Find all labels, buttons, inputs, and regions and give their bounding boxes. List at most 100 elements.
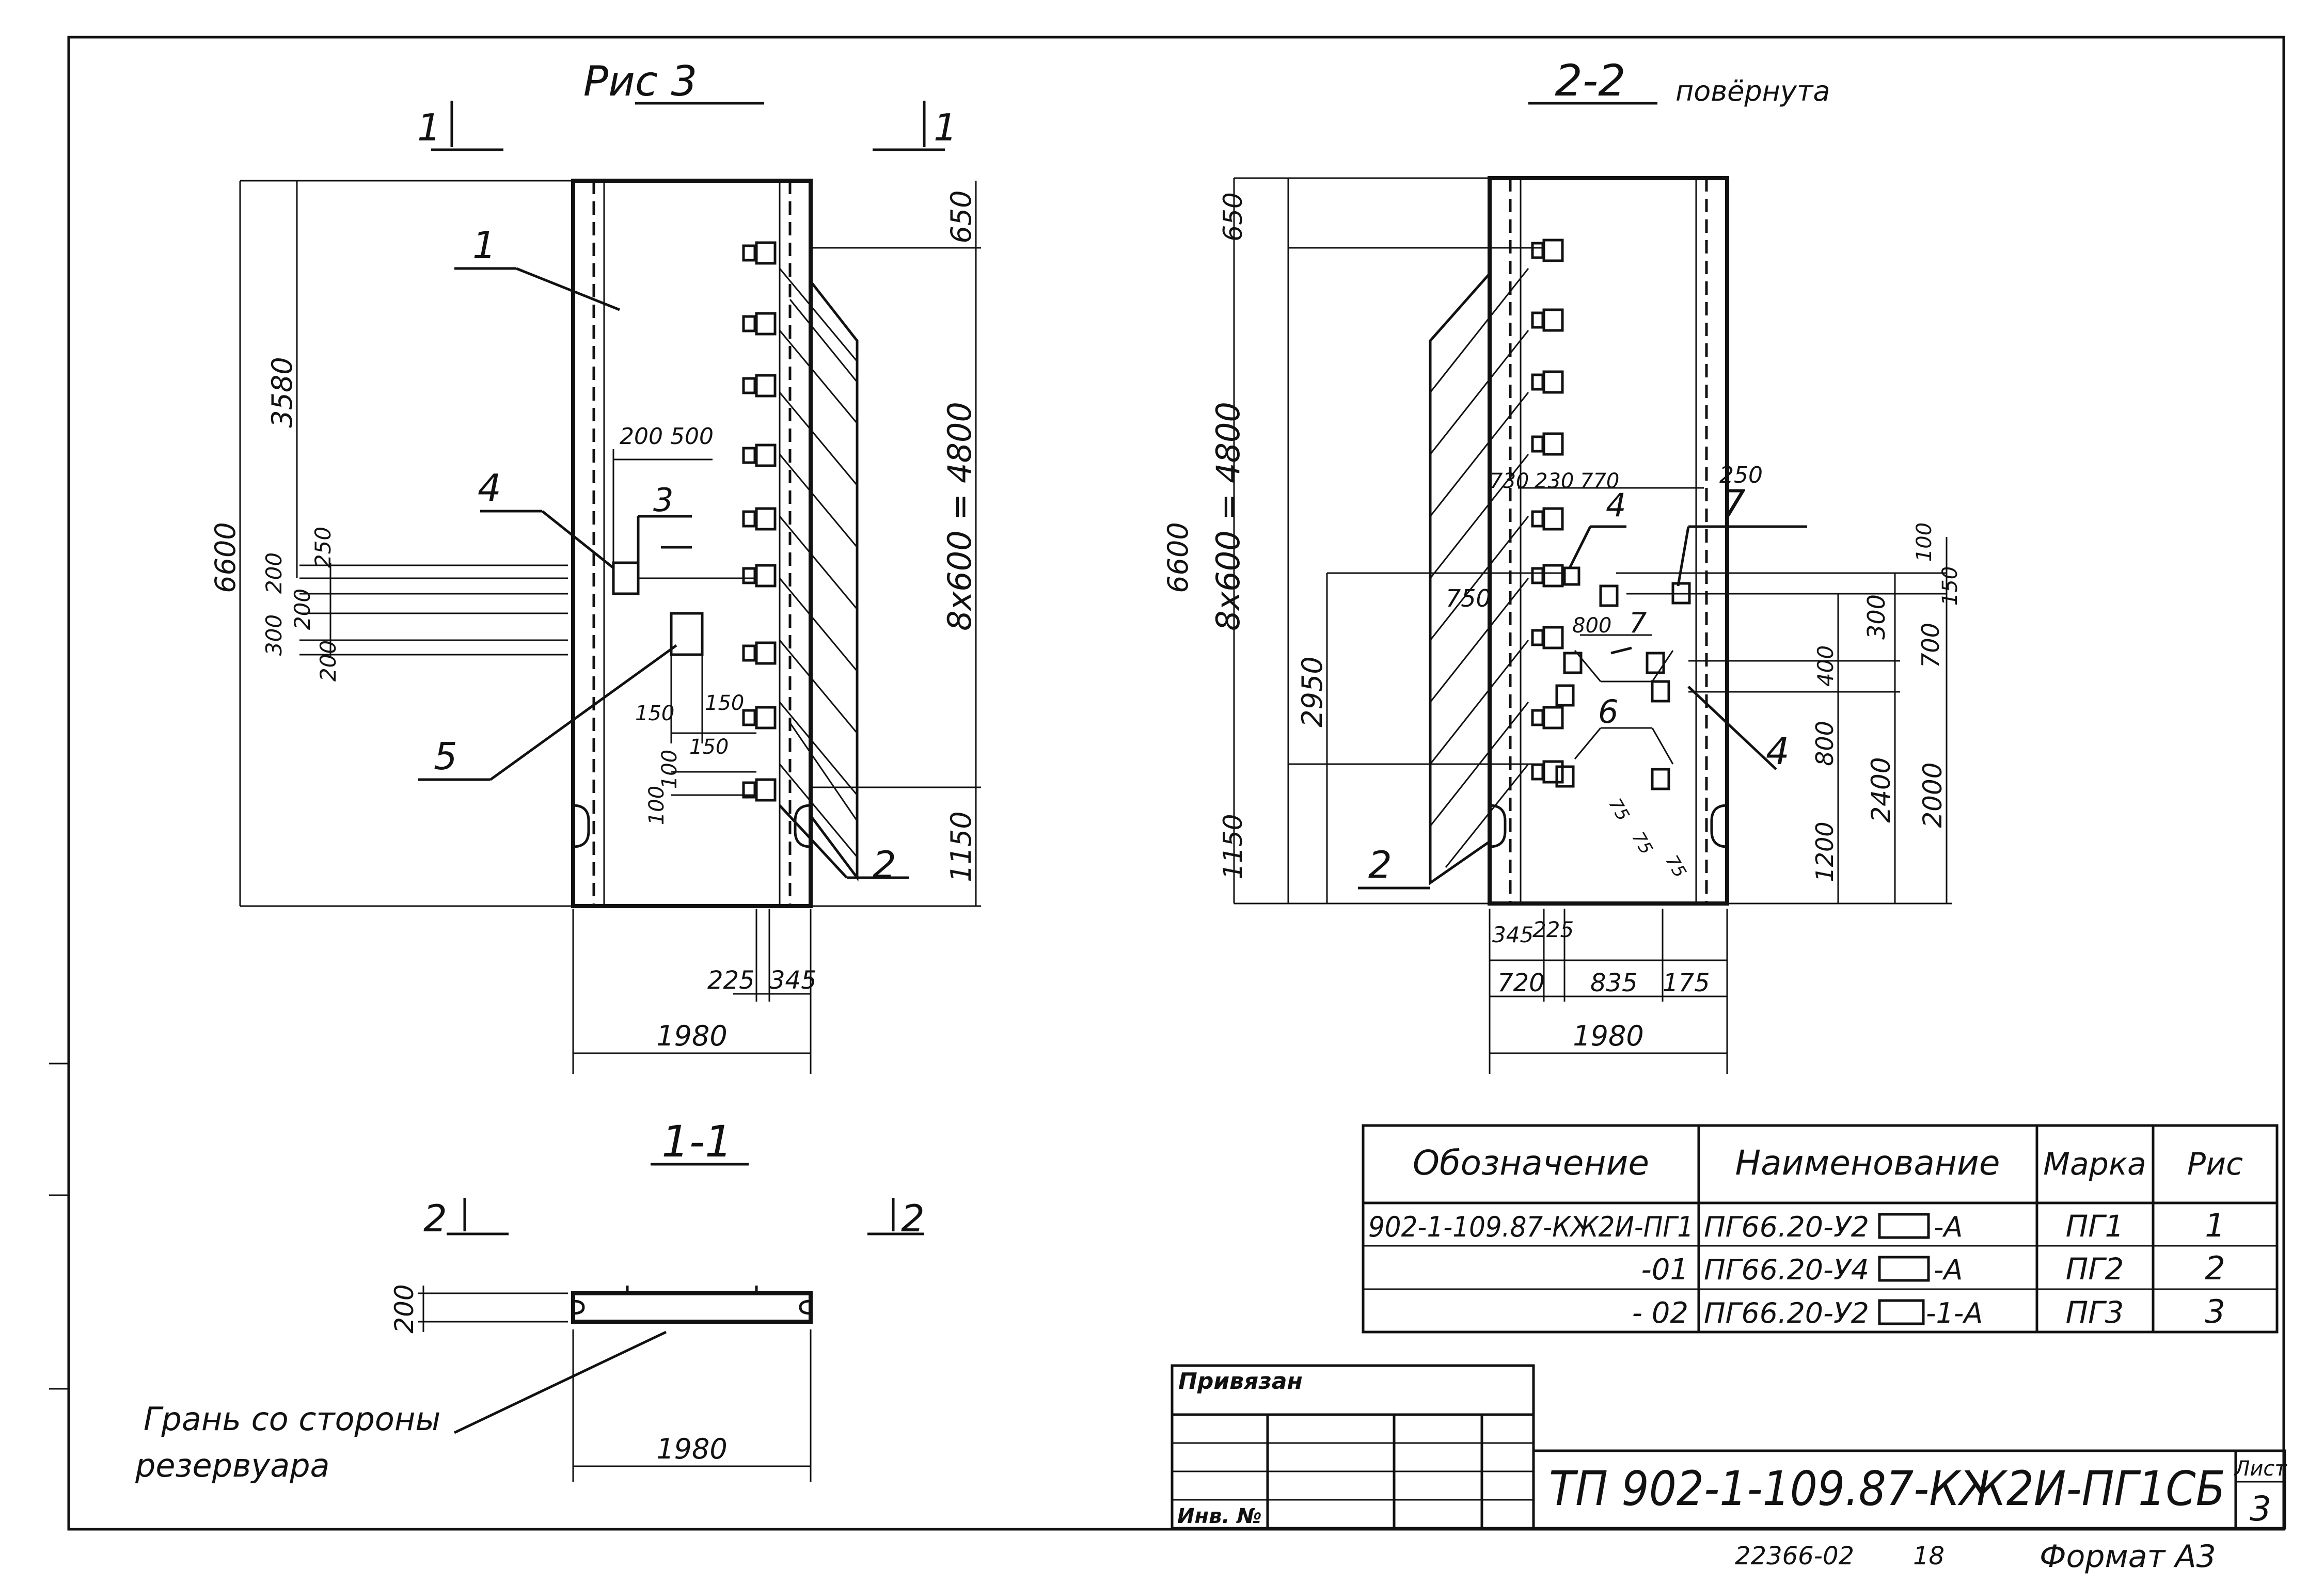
fig3-dim-200a: 200 <box>261 552 287 594</box>
spec-row3-suffix: -1-А <box>1926 1297 1983 1329</box>
sec22-title: 2-2 <box>1555 55 1625 106</box>
sec22-embedded-parts <box>1531 239 1691 790</box>
spec-row1-suffix: -А <box>1934 1211 1963 1243</box>
sec22-dim-835: 835 <box>1590 969 1638 997</box>
opening-4 <box>612 561 640 595</box>
sec22-panel <box>1488 176 1729 906</box>
fig3-dim-200b: 200 <box>290 589 315 630</box>
fig3-dim-top: 650 <box>945 190 977 243</box>
fig3-dimension-lines <box>239 180 981 1074</box>
fig3-callout-1: 1 <box>472 224 496 267</box>
sec22-callout-4-right: 4 <box>1766 730 1790 773</box>
fig3-callout-leaders <box>418 267 909 879</box>
spec-header-fig: Рис <box>2187 1146 2243 1182</box>
spec-header-mark: Марка <box>2043 1146 2146 1182</box>
spec-header-designation: Обозначение <box>1413 1143 1649 1183</box>
fig3-callout-4: 4 <box>478 466 501 510</box>
spec-row1-name: ПГ66.20-У2 <box>1704 1211 1869 1243</box>
sec11-note-leader <box>453 1330 667 1434</box>
sec22-dim-770: 770 <box>1580 469 1619 493</box>
bound-label: Привязан <box>1178 1368 1303 1394</box>
fig3-dim-150a: 150 <box>635 702 674 725</box>
spec-row1-mark: ПГ1 <box>2066 1209 2124 1244</box>
sec22-dim-2000: 2000 <box>1918 762 1948 828</box>
sec22-callout-7-top: 7 <box>1722 482 1746 525</box>
sec22-dimension-lines <box>1233 177 1952 1074</box>
sec11-title: 1-1 <box>661 1116 732 1167</box>
spec-row2-suffix: -А <box>1934 1254 1963 1286</box>
sec22-dim-300: 300 <box>1862 594 1890 640</box>
sec22-dim-175: 175 <box>1663 969 1710 997</box>
doc-code: ТП 902-1-109.87-КЖ2И-ПГ1СБ <box>1549 1461 2225 1516</box>
sheet-label: Лист <box>2233 1457 2287 1481</box>
fig3-dim-upper: 3580 <box>266 357 298 427</box>
sec22-dim-150: 150 <box>1938 566 1962 606</box>
fig3-callout-2: 2 <box>873 843 896 886</box>
spec-row3-blank-box <box>1878 1299 1925 1325</box>
sec22-dim-top: 650 <box>1218 192 1248 241</box>
sec22-callout-leaders <box>1358 525 1807 890</box>
approval-stamp-grid <box>1171 1364 1535 1530</box>
sec22-callout-4-top: 4 <box>1606 486 1626 524</box>
fig3-callout-5: 5 <box>434 735 457 778</box>
sheet-number: 3 <box>2250 1489 2271 1529</box>
sec11-dimension-lines <box>418 1286 812 1482</box>
fig-title: Рис 3 <box>583 57 698 105</box>
sec22-callout-7-mid: 7 <box>1629 607 1647 639</box>
sec22-dim-series: 8x600 = 4800 <box>1209 402 1247 631</box>
spec-row2-mark: ПГ2 <box>2066 1251 2124 1287</box>
spec-row3-fig: 3 <box>2205 1293 2225 1330</box>
spec-row1-designation: 902-1-109.87-КЖ2И-ПГ1 <box>1368 1211 1694 1243</box>
sec22-dim-800: 800 <box>1572 614 1611 638</box>
sec11-note-line2: резервуара <box>135 1447 330 1484</box>
sec22-dim-width: 1980 <box>1573 1020 1643 1052</box>
fig3-callout-3: 3 <box>653 481 673 519</box>
sec22-callout-2: 2 <box>1368 843 1392 886</box>
sec11-dim-width: 1980 <box>656 1433 727 1465</box>
fig3-hatch-strip <box>779 268 859 882</box>
sec22-dim-75c: 75 <box>1661 852 1690 881</box>
fig3-dim-100a: 100 <box>645 786 669 825</box>
fig3-dim-total-height: 6600 <box>209 522 242 593</box>
title-block-frame <box>1532 1449 2286 1530</box>
fig3-dim-100b: 100 <box>658 750 682 789</box>
sec22-note: повёрнута <box>1675 75 1830 107</box>
spec-row3-designation: - 02 <box>1632 1296 1688 1330</box>
fig3-dim-300: 300 <box>261 614 287 656</box>
sec22-dim-75a: 75 <box>1604 795 1633 825</box>
sec22-dim-800b: 800 <box>1811 721 1839 766</box>
format-label: Формат А3 <box>2040 1539 2216 1575</box>
spec-row1-blank-box <box>1878 1213 1930 1239</box>
inv-label: Инв. № <box>1177 1504 1262 1528</box>
sec11-note-line1: Грань со стороны <box>144 1400 440 1438</box>
page-number: 18 <box>1913 1542 1944 1571</box>
sec22-dim-2400: 2400 <box>1866 757 1896 822</box>
sec22-dim-750: 750 <box>1446 584 1491 612</box>
sec22-dim-700: 700 <box>1917 623 1944 668</box>
cut-mark-right: 1 <box>934 106 957 149</box>
fig3-embedded-parts <box>742 241 777 802</box>
sec22-dim-bottom: 1150 <box>1218 814 1248 879</box>
fig3-dim-width: 1980 <box>656 1020 727 1052</box>
spec-row2-blank-box <box>1878 1256 1930 1282</box>
archive-number: 22366-02 <box>1735 1542 1854 1571</box>
fig3-dim-bottom: 1150 <box>945 811 977 882</box>
spec-row2-name: ПГ66.20-У4 <box>1704 1254 1869 1286</box>
fig3-panel <box>571 179 813 908</box>
fig3-dim-250: 250 <box>310 527 336 568</box>
spec-row3-mark: ПГ3 <box>2066 1295 2124 1330</box>
sec22-dim-730: 730 <box>1490 469 1529 493</box>
sec22-dim-400: 400 <box>1813 645 1838 687</box>
sec22-dim-75b: 75 <box>1627 829 1656 858</box>
sec22-dim-225: 225 <box>1532 917 1574 942</box>
spec-row1-fig: 1 <box>2205 1207 2225 1244</box>
fig3-dim-150b: 150 <box>705 691 744 715</box>
sec22-dim-250: 250 <box>1719 462 1763 488</box>
sec22-hatch-strip <box>1429 268 1529 885</box>
fig3-dim-200c: 200 <box>315 640 341 681</box>
fig3-dim-200-500: 200 500 <box>620 423 714 450</box>
fig3-dim-150c: 150 <box>689 735 729 759</box>
sec22-dim-2950: 2950 <box>1296 656 1329 727</box>
fig3-dim-series: 8x600 = 4800 <box>941 402 978 631</box>
